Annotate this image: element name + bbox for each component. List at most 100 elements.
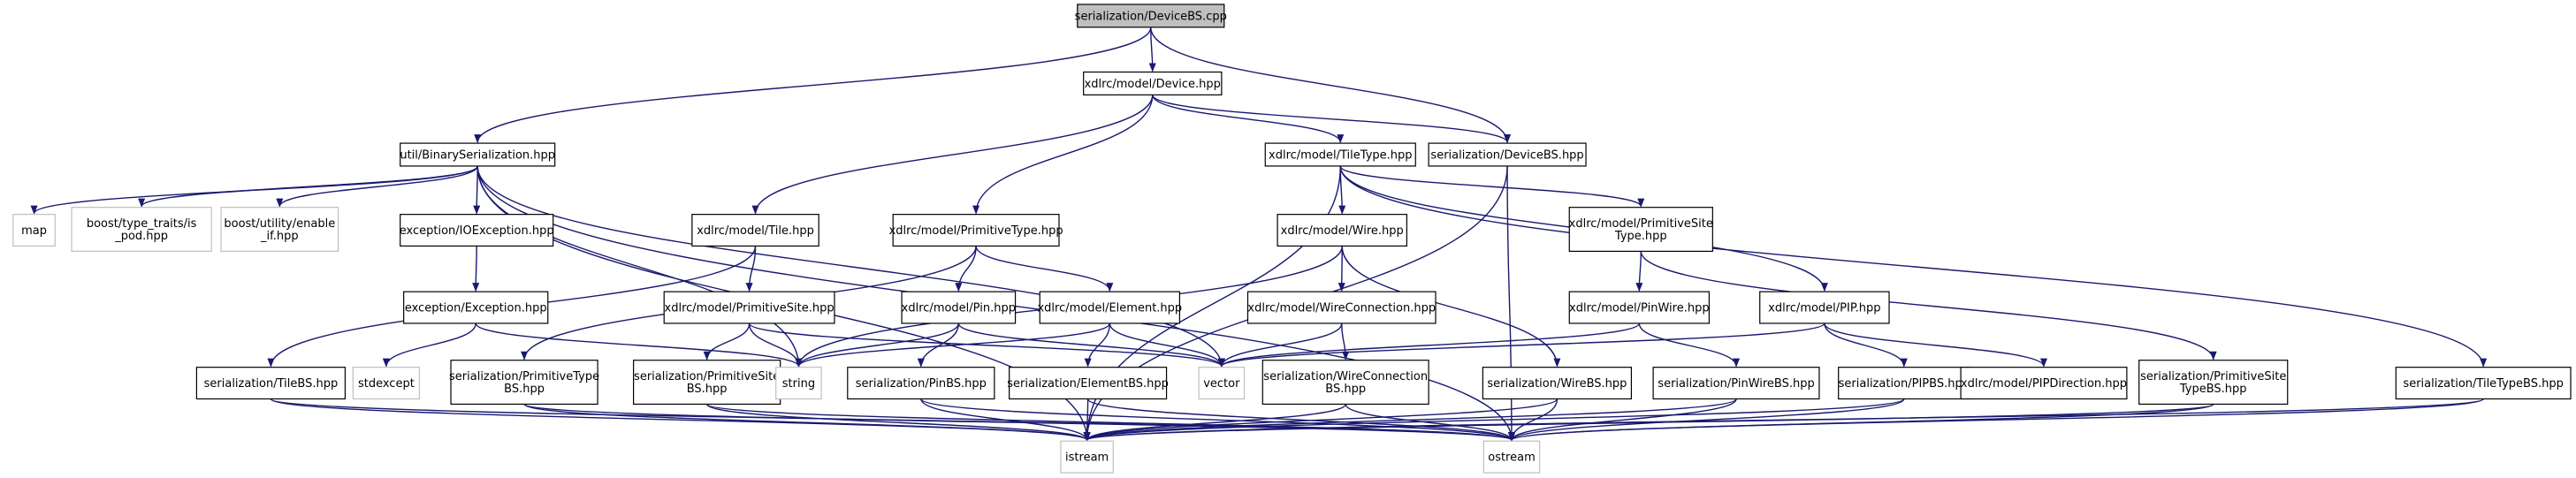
edge-wireconn-to-wireconnbs: [1341, 322, 1350, 360]
node-box: [691, 214, 819, 247]
node-box: [1261, 360, 1429, 406]
node-xdlrc-model-primitivesite-hpp[interactable]: xdlrc/model/PrimitiveSite.hpp: [663, 291, 835, 324]
edge-wireconnbs-to-ostream: [1345, 404, 1515, 442]
node-label: boost/type_traits/is: [87, 217, 197, 231]
edge-primsitetype-to-primsitetypebs: [1640, 251, 2217, 360]
node-label: xdlrc/model/PinWire.hpp: [1569, 302, 1710, 315]
edge-primtype-to-element: [975, 246, 1114, 292]
node-string: string: [775, 367, 822, 400]
node-box: [847, 367, 995, 400]
node-label: exception/IOException.hpp: [400, 224, 554, 238]
edge-device_hpp-to-tile: [751, 95, 1154, 215]
node-istream: istream: [1060, 440, 1114, 474]
node-label: serialization/TileBS.hpp: [204, 377, 339, 391]
edge-pinwire-to-pinwirebs: [1638, 322, 1740, 368]
node-label: xdlrc/model/PrimitiveSite: [1569, 217, 1713, 231]
node-label: xdlrc/model/PrimitiveType.hpp: [889, 224, 1063, 238]
edge-binaryser-to-vector: [476, 165, 1225, 368]
node-xdlrc-model-wire-hpp[interactable]: xdlrc/model/Wire.hpp: [1277, 214, 1407, 247]
node-label: xdlrc/model/TileType.hpp: [1269, 149, 1413, 163]
node-serialization-devicebs-hpp[interactable]: serialization/DeviceBS.hpp: [1428, 142, 1587, 167]
edge-pipbs-to-ostream: [1508, 398, 1905, 442]
node-xdlrc-model-tile-hpp[interactable]: xdlrc/model/Tile.hpp: [691, 214, 819, 247]
edge-tiletype-to-primsitetype: [1339, 165, 1645, 208]
node-box: [1568, 291, 1710, 324]
node-label: serialization/DeviceBS.hpp: [1430, 149, 1583, 163]
node-xdlrc-model-tiletype-hpp[interactable]: xdlrc/model/TileType.hpp: [1264, 142, 1416, 167]
node-label: exception/Exception.hpp: [405, 302, 547, 315]
node-serialization-pinbs-hpp[interactable]: serialization/PinBS.hpp: [847, 367, 995, 400]
node-xdlrc-model-element-hpp[interactable]: xdlrc/model/Element.hpp: [1037, 291, 1182, 324]
node-serialization-devicebs-cpp[interactable]: serialization/DeviceBS.cpp: [1075, 4, 1227, 28]
edge-primsitebs-to-istream: [705, 403, 1091, 442]
node-box: [450, 360, 598, 406]
node-xdlrc-model-pip-hpp[interactable]: xdlrc/model/PIP.hpp: [1759, 291, 1890, 324]
edge-device_hpp-to-tiletype: [1152, 95, 1345, 144]
edge-devicebs_cpp-to-devicebs_hpp: [1150, 27, 1512, 144]
node-serialization-pinwirebs-hpp[interactable]: serialization/PinWireBS.hpp: [1652, 367, 1820, 400]
node-serialization-tilebs-hpp[interactable]: serialization/TileBS.hpp: [195, 367, 347, 400]
node-box: [663, 291, 835, 324]
node-box: [400, 142, 556, 167]
edge-pin-to-pinbs: [917, 322, 960, 368]
node-xdlrc-model-pin-hpp[interactable]: xdlrc/model/Pin.hpp: [901, 291, 1017, 324]
edge-elementbs-to-ostream: [1086, 398, 1515, 442]
node-box: [1039, 291, 1180, 324]
node-label: serialization/PinBS.hpp: [856, 377, 987, 391]
node-label: serialization/PrimitiveSite: [634, 370, 780, 383]
edge-primsite-to-vector: [748, 322, 1225, 368]
node-label: serialization/PinWireBS.hpp: [1658, 377, 1814, 391]
node-label: xdlrc/model/WireConnection.hpp: [1247, 302, 1436, 315]
edge-pipbs-to-istream: [1083, 398, 1905, 442]
node-label: xdlrc/model/Device.hpp: [1085, 78, 1221, 91]
node-xdlrc-model-pipdirection-hpp[interactable]: xdlrc/model/PIPDirection.hpp: [1960, 367, 2128, 400]
node-serialization-pipbs-hpp[interactable]: serialization/PIPBS.hpp: [1838, 367, 1970, 400]
node-label: ostream: [1488, 451, 1536, 465]
node-label: BS.hpp: [1325, 383, 1366, 396]
edge-pip-to-pipdir: [1824, 322, 2047, 368]
node-box: [1198, 367, 1246, 400]
edge-exception-to-string: [475, 322, 803, 368]
node-label: TypeBS.hpp: [2179, 383, 2247, 396]
node-box: [400, 214, 554, 247]
node-label: xdlrc/model/PIPDirection.hpp: [1961, 377, 2127, 391]
node-box: [1246, 291, 1437, 324]
node-box: [775, 367, 822, 400]
node-serialization-tiletypebs-hpp[interactable]: serialization/TileTypeBS.hpp: [2395, 367, 2572, 400]
edge-pin-to-vector: [957, 322, 1225, 368]
node-box: [1277, 214, 1407, 247]
node-map: map: [12, 214, 56, 247]
node-exception-exception-hpp[interactable]: exception/Exception.hpp: [403, 291, 549, 324]
node-label: map: [21, 224, 47, 238]
node-serialization-elementbs-hpp[interactable]: serialization/ElementBS.hpp: [1007, 367, 1169, 400]
node-box: [1960, 367, 2128, 400]
edge-pip-to-pipbs: [1824, 322, 1908, 368]
node-serialization-wirebs-hpp[interactable]: serialization/WireBS.hpp: [1482, 367, 1633, 400]
node-box: [1759, 291, 1890, 324]
node-box: [1077, 4, 1225, 28]
node-label: xdlrc/model/Tile.hpp: [697, 224, 814, 238]
node-label: serialization/PrimitiveSite: [2140, 370, 2286, 383]
node-xdlrc-model-device-hpp[interactable]: xdlrc/model/Device.hpp: [1083, 71, 1223, 95]
node-xdlrc-model-primitivetype-hpp[interactable]: xdlrc/model/PrimitiveType.hpp: [889, 214, 1063, 247]
edge-device_hpp-to-devicebs_hpp: [1152, 95, 1511, 144]
node-exception-ioexception-hpp[interactable]: exception/IOException.hpp: [400, 214, 554, 247]
node-xdlrc-model-wireconnection-hpp[interactable]: xdlrc/model/WireConnection.hpp: [1246, 291, 1437, 324]
node-xdlrc-model-pinwire-hpp[interactable]: xdlrc/model/PinWire.hpp: [1568, 291, 1710, 324]
node-box: [1009, 367, 1168, 400]
edge-primtype-to-pin: [955, 246, 977, 292]
edge-binaryser-to-typetraits: [138, 165, 478, 208]
edge-wirebs-to-istream: [1083, 398, 1559, 442]
node-util-binaryserialization-hpp[interactable]: util/BinarySerialization.hpp: [400, 142, 556, 167]
edge-devicebs_cpp-to-device_hpp: [1148, 27, 1156, 72]
edge-exception-to-stdexcept: [382, 322, 476, 368]
edge-pinwirebs-to-ostream: [1508, 398, 1737, 442]
edge-pinwire-to-vector: [1218, 322, 1641, 368]
node-label: xdlrc/model/Element.hpp: [1037, 302, 1182, 315]
node-box: [1652, 367, 1820, 400]
